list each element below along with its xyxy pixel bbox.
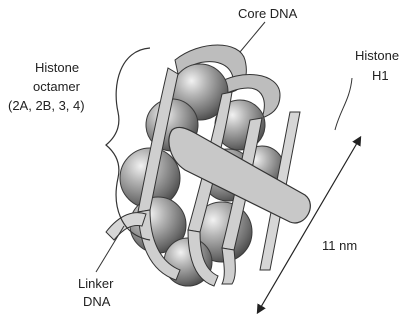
label-histone-h1-line2: H1 (372, 68, 389, 83)
core-dna-leader (240, 22, 265, 52)
histone-h1-leader-curve (335, 78, 352, 130)
label-histone-octamer-line2: octamer (33, 79, 81, 94)
label-core-dna: Core DNA (238, 6, 298, 21)
label-histone-octamer-line1: Histone (35, 60, 79, 75)
label-linker-dna-line1: Linker (78, 276, 114, 291)
label-histone-octamer-line3: (2A, 2B, 3, 4) (8, 98, 85, 113)
label-histone-h1-line1: Histone (355, 48, 399, 63)
label-dimension: 11 nm (322, 238, 357, 253)
label-linker-dna-line2: DNA (83, 294, 111, 309)
